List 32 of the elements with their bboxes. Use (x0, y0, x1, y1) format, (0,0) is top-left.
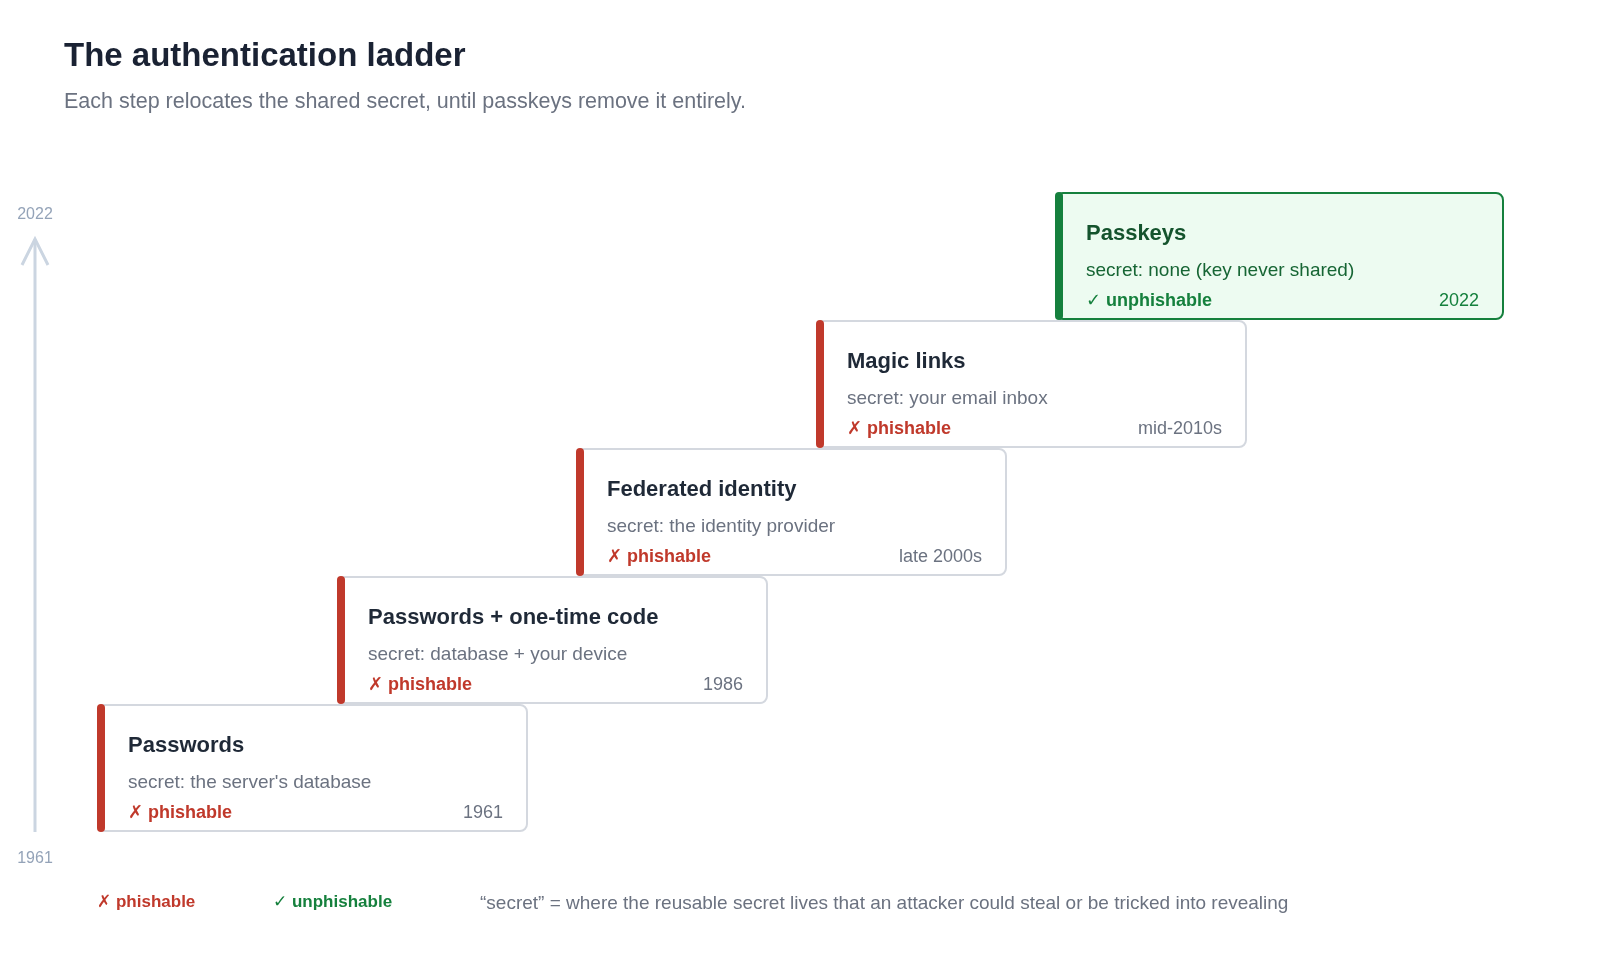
status-label: ✗ phishable (607, 545, 712, 567)
year-label: mid-2010s (1137, 417, 1222, 439)
status-label: ✗ phishable (128, 801, 233, 823)
step-card (97, 704, 528, 832)
secret-description: secret: none (key never shared) (1086, 258, 1355, 281)
secret-description: secret: the server's database (128, 770, 372, 793)
step-card (1055, 192, 1504, 320)
axis-label: 1961 (17, 848, 53, 868)
card-title: Passwords (128, 731, 245, 759)
status-label: ✓ unphishable (1086, 289, 1213, 311)
legend-item: ✗ phishable (97, 891, 196, 913)
legend-item: ✓ unphishable (273, 891, 393, 913)
secret-description: secret: the identity provider (607, 514, 836, 537)
year-label: 1961 (462, 801, 503, 823)
axis-label: 2022 (17, 204, 53, 224)
step-card (576, 448, 1007, 576)
footnote: “secret” = where the reusable secret lives that an attacker could steal or be tricked into revealing (480, 890, 1289, 914)
year-label: 2022 (1438, 289, 1479, 311)
diagram-title: The authentication ladder (64, 35, 466, 75)
year-label: late 2000s (898, 545, 982, 567)
diagram-subtitle: Each step relocates the shared secret, until passkeys remove it entirely. (64, 88, 746, 114)
secret-description: secret: your email inbox (847, 386, 1048, 409)
year-label: 1986 (702, 673, 743, 695)
status-label: ✗ phishable (368, 673, 473, 695)
step-card (816, 320, 1247, 448)
secret-description: secret: database + your device (368, 642, 628, 665)
card-title: Passwords + one-time code (368, 603, 659, 631)
card-title: Magic links (847, 347, 966, 375)
card-title: Federated identity (607, 475, 797, 503)
step-card (337, 576, 768, 704)
card-title: Passkeys (1086, 219, 1187, 247)
status-label: ✗ phishable (847, 417, 952, 439)
